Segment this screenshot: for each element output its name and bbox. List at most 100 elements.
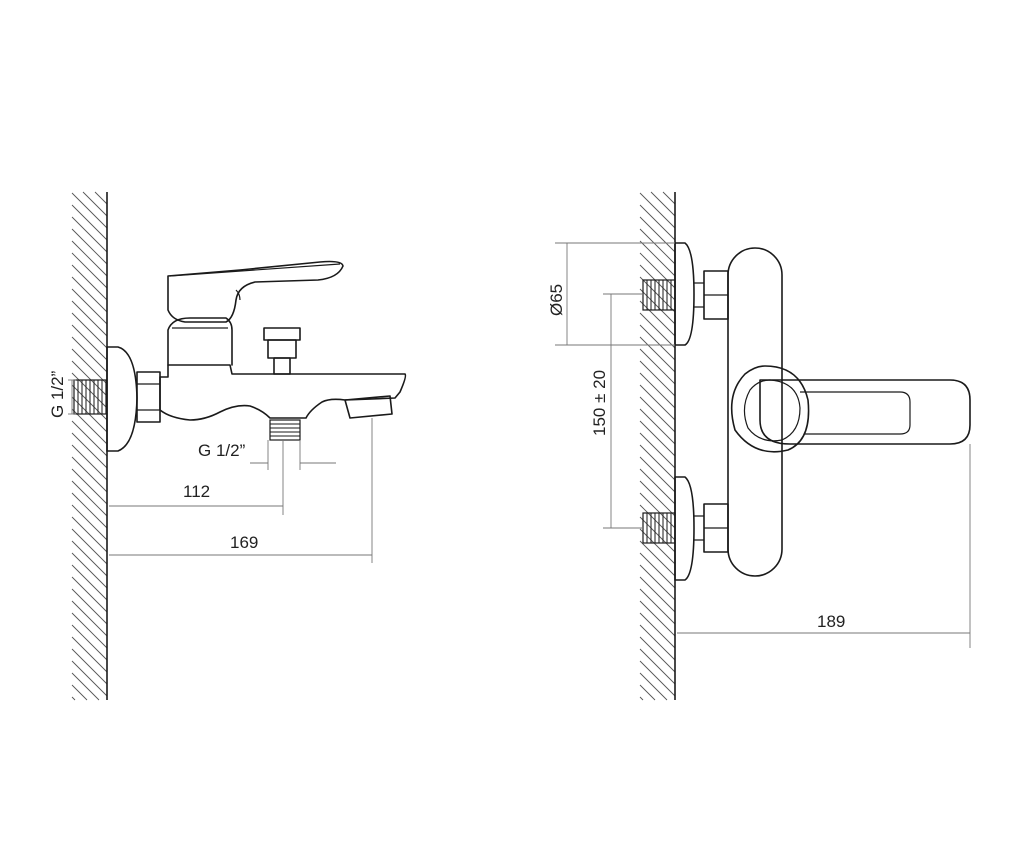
- hatch-line: [639, 672, 668, 701]
- hatch-line: [71, 348, 108, 385]
- bottom-thread-label: G 1/2”: [198, 441, 246, 460]
- hatch-line: [71, 276, 108, 313]
- hatch-line: [71, 468, 108, 505]
- hatch-line: [82, 191, 108, 217]
- hatch-line: [71, 360, 108, 397]
- front-lever: [759, 379, 971, 445]
- hatch-line: [71, 216, 108, 253]
- hatch-line: [639, 624, 676, 661]
- hatch-line: [650, 191, 676, 217]
- hatch-line: [662, 191, 676, 205]
- hatch-line: [639, 240, 676, 277]
- left-wall-hatch: [71, 191, 108, 701]
- hatch-line: [639, 612, 676, 649]
- hatch-line: [639, 588, 676, 625]
- side-escutcheon: [106, 346, 138, 452]
- hatch-line: [639, 480, 676, 517]
- hatch-line: [71, 540, 108, 577]
- hatch-line: [71, 204, 108, 241]
- side-thread-dimension: [68, 379, 76, 415]
- hatch-line: [71, 660, 108, 697]
- hatch-line: [639, 600, 676, 637]
- hatch-line: [639, 300, 676, 337]
- side-spout-outlet: [344, 395, 393, 419]
- hatch-line: [639, 552, 676, 589]
- front-body: [727, 247, 783, 577]
- hatch-line: [639, 252, 676, 289]
- hatch-line: [639, 492, 676, 529]
- hatch-line: [71, 648, 108, 685]
- hatch-line: [639, 684, 656, 701]
- hatch-line: [71, 624, 108, 661]
- hatch-line: [71, 528, 108, 565]
- hatch-line: [639, 336, 676, 373]
- hatch-line: [639, 696, 644, 701]
- side-hex-nut: [136, 371, 161, 423]
- dimension-189: [677, 444, 971, 648]
- diameter-dimension: [555, 242, 675, 346]
- front-top-thread: [642, 279, 676, 311]
- front-bottom-hex-nut: [694, 503, 729, 553]
- hatch-line: [71, 252, 108, 289]
- hatch-line: [639, 264, 676, 301]
- front-top-hex-nut: [694, 270, 729, 320]
- hatch-line: [639, 312, 676, 349]
- hatch-line: [639, 204, 676, 241]
- hatch-line: [639, 528, 676, 565]
- hatch-line: [71, 612, 108, 649]
- hatch-line: [71, 288, 108, 325]
- hatch-line: [639, 504, 676, 541]
- dimension-169-label: 169: [230, 533, 258, 552]
- hatch-line: [71, 228, 108, 265]
- hatch-line: [71, 324, 108, 361]
- hatch-line: [71, 432, 108, 469]
- spacing-dimension: [603, 293, 643, 529]
- diameter-label: Ø65: [547, 284, 566, 316]
- front-cartridge: [730, 365, 810, 453]
- side-lever-handle: [167, 260, 344, 323]
- hatch-line: [639, 648, 676, 685]
- hatch-line: [639, 384, 676, 421]
- side-diverter-knob: [263, 327, 301, 375]
- hatch-line: [639, 288, 676, 325]
- hatch-line: [639, 216, 676, 253]
- hatch-line: [71, 264, 108, 301]
- hatch-line: [71, 456, 108, 493]
- hatch-line: [639, 228, 676, 265]
- hatch-line: [639, 444, 676, 481]
- hatch-line: [639, 432, 676, 469]
- front-top-escutcheon: [674, 242, 695, 346]
- hatch-line: [639, 660, 676, 697]
- hatch-line: [71, 420, 108, 457]
- hatch-line: [94, 191, 108, 205]
- hatch-line: [639, 276, 676, 313]
- hatch-line: [639, 192, 676, 229]
- hatch-line: [71, 588, 108, 625]
- hatch-line: [71, 480, 108, 517]
- front-view: Ø65 150 ± 20 189: [547, 191, 971, 701]
- spacing-label: 150 ± 20: [590, 370, 609, 436]
- hatch-line: [639, 360, 676, 397]
- hatch-line: [639, 456, 676, 493]
- dimension-169: [109, 418, 373, 563]
- side-body: [159, 364, 407, 421]
- hatch-line: [71, 672, 100, 701]
- hatch-line: [639, 540, 676, 577]
- front-bottom-escutcheon: [674, 476, 695, 581]
- hatch-line: [71, 684, 88, 701]
- hatch-line: [71, 492, 108, 529]
- side-view: G 1/2” G 1/2” 112 169: [48, 191, 407, 701]
- hatch-line: [639, 420, 676, 457]
- dimension-112-label: 112: [183, 482, 210, 501]
- hatch-line: [71, 600, 108, 637]
- hatch-line: [639, 636, 676, 673]
- hatch-line: [71, 636, 108, 673]
- hatch-line: [71, 336, 108, 373]
- hatch-line: [639, 468, 676, 505]
- side-cartridge: [167, 317, 233, 366]
- hatch-line: [71, 300, 108, 337]
- side-inlet-thread: [73, 379, 107, 415]
- hatch-line: [71, 696, 76, 701]
- right-wall-hatch: [639, 191, 676, 701]
